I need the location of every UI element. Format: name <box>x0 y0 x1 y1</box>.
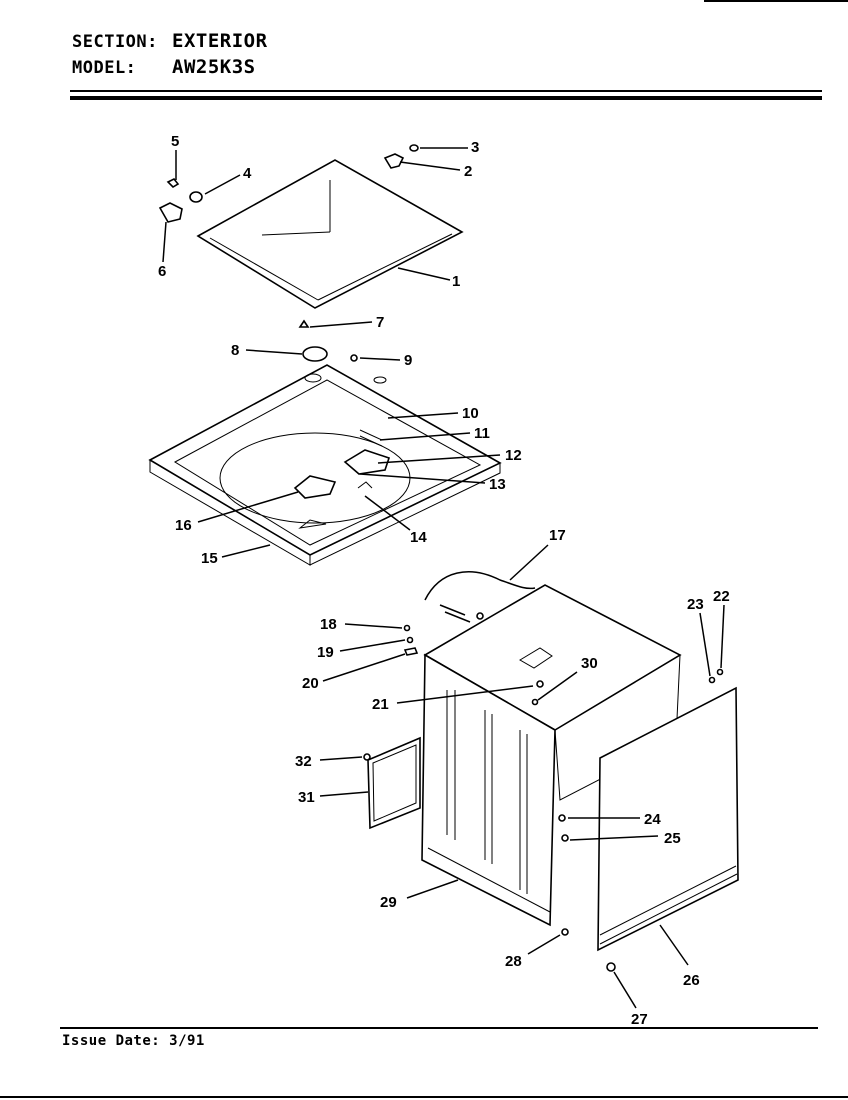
leader-lines <box>162 147 725 1009</box>
callout-26: 26 <box>683 972 700 989</box>
header-rule-bottom <box>70 96 822 100</box>
callout-12: 12 <box>505 447 522 464</box>
callout-29: 29 <box>380 894 397 911</box>
callout-31: 31 <box>298 789 315 806</box>
callout-13: 13 <box>489 476 506 493</box>
callout-25: 25 <box>664 830 681 847</box>
grommet-part <box>302 346 328 362</box>
header-rule-top <box>70 90 822 92</box>
callout-2: 2 <box>464 163 472 180</box>
callout-20: 20 <box>302 675 319 692</box>
section-line: SECTION: EXTERIOR <box>72 30 268 52</box>
callout-10: 10 <box>462 405 479 422</box>
power-cord-part <box>424 571 536 623</box>
back-panel-part <box>597 686 739 952</box>
model-line: MODEL: AW25K3S <box>72 56 256 78</box>
callout-18: 18 <box>320 616 337 633</box>
fastener-parts <box>363 624 724 972</box>
model-value: AW25K3S <box>172 56 256 78</box>
callout-21: 21 <box>372 696 389 713</box>
callout-11: 11 <box>474 425 490 442</box>
callout-6: 6 <box>158 263 166 280</box>
callout-22: 22 <box>713 588 730 605</box>
callout-5: 5 <box>171 133 179 150</box>
callout-7: 7 <box>376 314 384 331</box>
callout-14: 14 <box>410 529 427 546</box>
model-label: MODEL: <box>72 58 137 78</box>
callout-28: 28 <box>505 953 522 970</box>
callout-9: 9 <box>404 352 412 369</box>
top-corner-rule <box>704 0 848 2</box>
lid-part <box>196 159 464 309</box>
callout-15: 15 <box>201 550 218 567</box>
screw-part <box>350 354 358 362</box>
cabinet-part <box>421 584 682 927</box>
callout-27: 27 <box>631 1011 648 1028</box>
section-value: EXTERIOR <box>172 30 268 52</box>
section-label: SECTION: <box>72 32 158 52</box>
lid-hinge-parts <box>158 144 419 328</box>
callout-30: 30 <box>581 655 598 672</box>
callout-16: 16 <box>175 517 192 534</box>
top-panel-part <box>148 364 502 566</box>
callout-1: 1 <box>452 273 460 290</box>
callout-24: 24 <box>644 811 661 828</box>
footer-rule <box>60 1027 818 1029</box>
callout-8: 8 <box>231 342 239 359</box>
callout-17: 17 <box>549 527 566 544</box>
access-panel-part <box>367 736 421 830</box>
bottom-edge-rule <box>0 1096 848 1098</box>
callout-labels: 1 2 3 4 5 6 7 8 9 10 11 12 13 14 15 16 1… <box>158 133 730 1028</box>
callout-19: 19 <box>317 644 334 661</box>
callout-23: 23 <box>687 596 704 613</box>
issue-date: Issue Date: 3/91 <box>62 1033 205 1049</box>
callout-32: 32 <box>295 753 312 770</box>
callout-4: 4 <box>243 165 252 182</box>
callout-3: 3 <box>471 139 479 156</box>
